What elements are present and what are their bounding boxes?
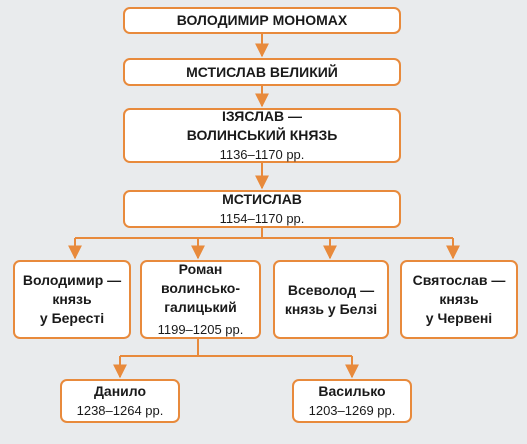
- node-sviatoslav: Святослав — князь у Червені: [400, 260, 518, 339]
- node-danylo: Данило 1238–1264 рр.: [60, 379, 180, 423]
- node-roman: Роман волинсько- галицький 1199–1205 рр.: [140, 260, 261, 339]
- node-mstyslav: МСТИСЛАВ 1154–1170 рр.: [123, 190, 401, 228]
- node-title-line: ВОЛОДИМИР МОНОМАХ: [176, 12, 348, 28]
- node-title-line: Данило: [93, 383, 147, 399]
- node-title-line: Роман: [178, 261, 223, 277]
- node-title-line: князь у Белзі: [284, 300, 378, 317]
- node-title-line: Василько: [318, 383, 386, 399]
- node-title-line: галицький: [164, 299, 237, 315]
- node-title-line: Святослав —: [412, 272, 506, 288]
- node-title-line: Володимир —: [22, 272, 122, 288]
- node-title-line: Всеволод —: [287, 281, 375, 298]
- node-title-line: князь: [439, 291, 479, 307]
- node-title-line: у Червені: [425, 310, 493, 326]
- node-mstyslav-velykyi: МСТИСЛАВ ВЕЛИКИЙ: [123, 58, 401, 86]
- node-volodymyr-monomakh: ВОЛОДИМИР МОНОМАХ: [123, 7, 401, 34]
- node-dates: 1203–1269 рр.: [308, 403, 396, 418]
- node-title-line: МСТИСЛАВ: [222, 191, 302, 207]
- node-title-line: МСТИСЛАВ ВЕЛИКИЙ: [186, 63, 338, 80]
- node-iziaslav: ІЗЯСЛАВ — ВОЛИНСЬКИЙ КНЯЗЬ 1136–1170 рр.: [123, 108, 401, 163]
- node-vsevolod: Всеволод — князь у Белзі: [273, 260, 389, 339]
- node-title-line: у Бересті: [39, 310, 105, 326]
- node-vasylko: Василько 1203–1269 рр.: [292, 379, 412, 423]
- node-dates: 1136–1170 рр.: [219, 147, 305, 162]
- node-title-line: ІЗЯСЛАВ —: [221, 108, 303, 124]
- node-dates: 1154–1170 рр.: [219, 211, 305, 226]
- node-dates: 1238–1264 рр.: [76, 403, 164, 418]
- node-title-line: ВОЛИНСЬКИЙ КНЯЗЬ: [186, 127, 338, 143]
- node-volodymyr-berestia: Володимир — князь у Бересті: [13, 260, 131, 339]
- node-dates: 1199–1205 рр.: [157, 322, 244, 337]
- node-title-line: волинсько-: [160, 280, 240, 296]
- node-title-line: князь: [52, 291, 92, 307]
